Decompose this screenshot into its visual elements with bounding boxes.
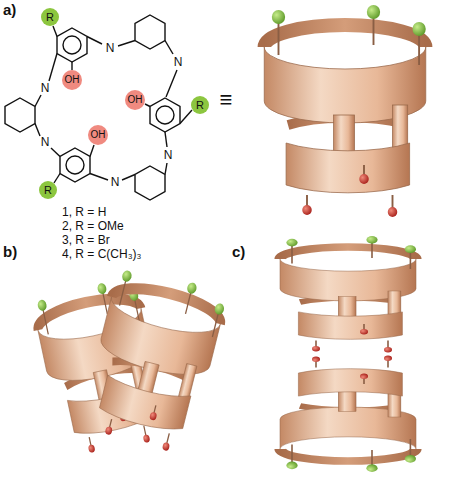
atom-label: N: [111, 176, 120, 188]
atom-label: N: [41, 82, 50, 94]
compound-label: 3, R = Br: [62, 234, 110, 246]
substituent-label: R: [196, 100, 204, 111]
hydroxyl-label: OH: [91, 130, 106, 140]
substituent-label: R: [44, 185, 52, 196]
stacked-dimer: [280, 236, 416, 472]
macrocycle-structure: [5, 15, 192, 200]
barrel-cartoon: [264, 5, 426, 217]
atom-label: N: [106, 42, 115, 54]
atom-label: N: [174, 56, 183, 68]
panel-label: a): [3, 2, 16, 17]
hydroxyl-label: OH: [128, 95, 143, 105]
compound-label: 2, R = OMe: [62, 220, 124, 232]
compound-label: 4, R = C(CH₃)₃: [62, 248, 141, 260]
panel-label: c): [232, 244, 245, 259]
panel-label: b): [3, 244, 17, 259]
substituent-label: R: [46, 12, 54, 23]
equivalence-sign: ≡: [220, 89, 233, 111]
atom-label: N: [164, 149, 173, 161]
atom-label: N: [41, 136, 50, 148]
hydroxyl-label: OH: [65, 75, 80, 85]
compound-label: 1, R = H: [62, 206, 106, 218]
substituent-highlights: [39, 8, 209, 199]
interlocked-dimer: [31, 264, 228, 459]
